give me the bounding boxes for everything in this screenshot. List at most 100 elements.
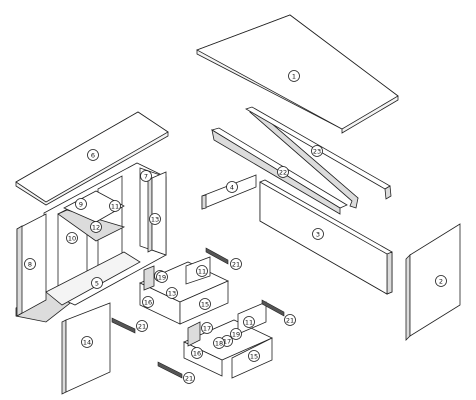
callout-label-21c: 21	[286, 317, 294, 325]
drawer-upper	[139, 256, 229, 325]
callout-16b: 16	[191, 347, 203, 359]
panel-2-side	[405, 223, 461, 341]
callout-label-8: 8	[28, 261, 32, 269]
callout-15a: 15	[199, 298, 211, 310]
callout-11c: 11	[243, 316, 255, 328]
slide-rail-21-d	[157, 361, 183, 379]
cabinet-body	[15, 162, 167, 323]
callout-circle-17a	[201, 322, 213, 334]
callout-circle-22	[277, 166, 289, 178]
callout-label-15a: 15	[201, 301, 209, 309]
callout-circle-8	[24, 258, 36, 270]
callout-label-21d: 21	[185, 375, 193, 383]
callout-10: 10	[66, 232, 78, 244]
callout-3: 3	[312, 228, 324, 240]
callout-11a: 11	[109, 200, 121, 212]
callout-6: 6	[87, 149, 99, 161]
callout-circle-13b	[166, 287, 178, 299]
callout-17a: 17	[201, 322, 213, 334]
callout-label-6: 6	[91, 152, 95, 160]
callout-circle-19a	[156, 271, 168, 283]
callout-label-11b: 11	[198, 268, 206, 276]
callout-circle-16a	[142, 296, 154, 308]
callout-label-11c: 11	[245, 319, 253, 327]
callout-circle-2	[435, 275, 447, 287]
callout-label-16a: 16	[144, 299, 152, 307]
callout-label-21a: 21	[232, 261, 240, 269]
callout-label-19b: 19	[232, 331, 240, 339]
callout-label-7: 7	[144, 173, 148, 181]
callout-12: 12	[90, 221, 102, 233]
callout-circle-6	[87, 149, 99, 161]
door-14	[61, 302, 111, 395]
callout-circle-21b	[136, 320, 148, 332]
callout-18b: 18	[213, 337, 225, 349]
callout-circle-3	[312, 228, 324, 240]
callout-label-10: 10	[68, 235, 76, 243]
callout-label-13b: 13	[168, 290, 176, 298]
callout-21a: 21	[230, 258, 242, 270]
callout-label-17a: 17	[203, 325, 211, 333]
callout-label-5: 5	[95, 280, 99, 288]
callout-circle-15b	[248, 350, 260, 362]
callout-circle-15a	[199, 298, 211, 310]
callout-circle-5	[91, 277, 103, 289]
callout-label-12: 12	[92, 224, 100, 232]
callout-label-13a: 13	[151, 216, 159, 224]
callout-label-19a: 19	[158, 274, 166, 282]
callout-circle-21a	[230, 258, 242, 270]
part-callouts: 1234567891011111112131314151516161717181…	[24, 70, 447, 384]
callout-label-17b: 17	[223, 338, 231, 346]
callout-label-15b: 15	[250, 353, 258, 361]
callout-label-2: 2	[439, 278, 443, 286]
callout-circle-11c	[243, 316, 255, 328]
callout-13a: 13	[149, 213, 161, 225]
callout-circle-14	[81, 336, 93, 348]
callout-4: 4	[226, 181, 238, 193]
callout-label-14: 14	[83, 339, 91, 347]
callout-5: 5	[91, 277, 103, 289]
callout-label-21b: 21	[138, 323, 146, 331]
callout-circle-7	[140, 170, 152, 182]
callout-circle-23	[311, 145, 323, 157]
callout-13b: 13	[166, 287, 178, 299]
callout-label-3: 3	[316, 231, 320, 239]
callout-1: 1	[288, 70, 300, 82]
callout-label-11a: 11	[111, 203, 119, 211]
callout-19b: 19	[230, 328, 242, 340]
slide-rail-21-c	[261, 299, 285, 317]
panel-3-back	[259, 179, 393, 295]
callout-2: 2	[435, 275, 447, 287]
callout-15b: 15	[248, 350, 260, 362]
callout-16a: 16	[142, 296, 154, 308]
callout-circle-18b	[213, 337, 225, 349]
callout-circle-12	[90, 221, 102, 233]
callout-circle-9	[75, 198, 87, 210]
callout-21d: 21	[183, 372, 195, 384]
slide-rail-21-b	[111, 317, 136, 334]
callout-circle-19b	[230, 328, 242, 340]
callout-circle-4	[226, 181, 238, 193]
rail-22-lower	[211, 106, 392, 215]
callout-7: 7	[140, 170, 152, 182]
callout-8: 8	[24, 258, 36, 270]
callout-label-16b: 16	[193, 350, 201, 358]
callout-label-4: 4	[230, 184, 234, 192]
slide-rail-21-a	[205, 247, 229, 265]
callout-14: 14	[81, 336, 93, 348]
callout-label-22: 22	[279, 169, 287, 177]
callout-circle-16b	[191, 347, 203, 359]
callout-21b: 21	[136, 320, 148, 332]
callout-label-18b: 18	[215, 340, 223, 348]
callout-label-23: 23	[313, 148, 321, 156]
callout-23: 23	[311, 145, 323, 157]
callout-circle-21d	[183, 372, 195, 384]
callout-9: 9	[75, 198, 87, 210]
callout-circle-10	[66, 232, 78, 244]
callout-22: 22	[277, 166, 289, 178]
callout-circle-1	[288, 70, 300, 82]
callout-circle-21c	[284, 314, 296, 326]
callout-21c: 21	[284, 314, 296, 326]
